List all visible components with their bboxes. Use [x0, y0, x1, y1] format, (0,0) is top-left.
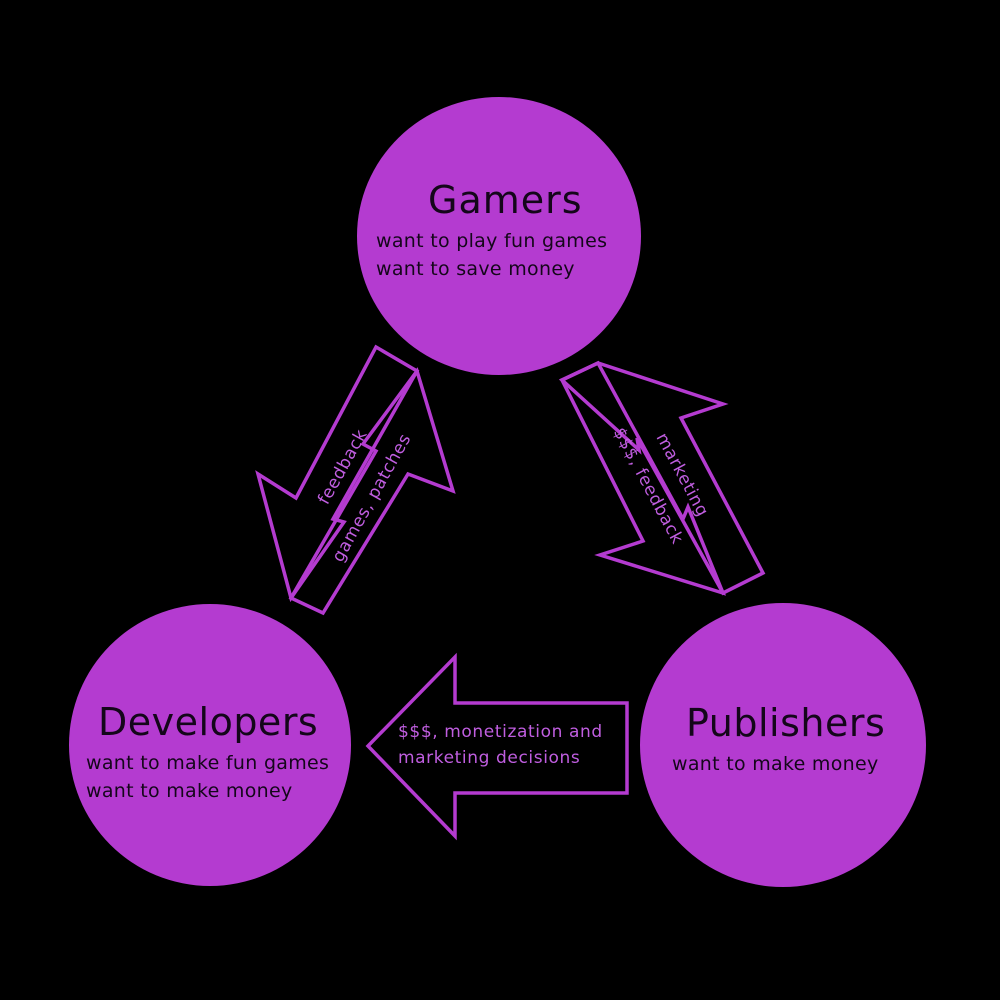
gamers-node [357, 97, 641, 375]
arrow-to-developers-from-publishers [365, 652, 629, 841]
publishers-node [640, 603, 926, 887]
arrow-to-developers [255, 344, 420, 603]
publishers-developers-arrow [365, 652, 629, 841]
arrow-to-publishers [559, 360, 727, 596]
gamers-title: Gamers [428, 178, 583, 222]
label-monetization-line-2: marketing decisions [398, 748, 581, 768]
developers-node [69, 604, 351, 886]
gamers-line-1: want to play fun games [376, 230, 608, 252]
arrow-to-gamers-from-publishers [558, 361, 766, 596]
publishers-title: Publishers [686, 701, 886, 745]
developers-title: Developers [98, 700, 319, 744]
gamers-publishers-arrow [558, 360, 766, 596]
arrow-to-gamers [288, 367, 456, 616]
developers-line-1: want to make fun games [86, 752, 330, 774]
label-monetization-line-1: $$$, monetization and [398, 722, 603, 742]
gamers-line-2: want to save money [376, 258, 575, 280]
publishers-line-1: want to make money [672, 753, 879, 775]
developers-gamers-arrow [255, 344, 456, 616]
developers-line-2: want to make money [86, 780, 293, 802]
